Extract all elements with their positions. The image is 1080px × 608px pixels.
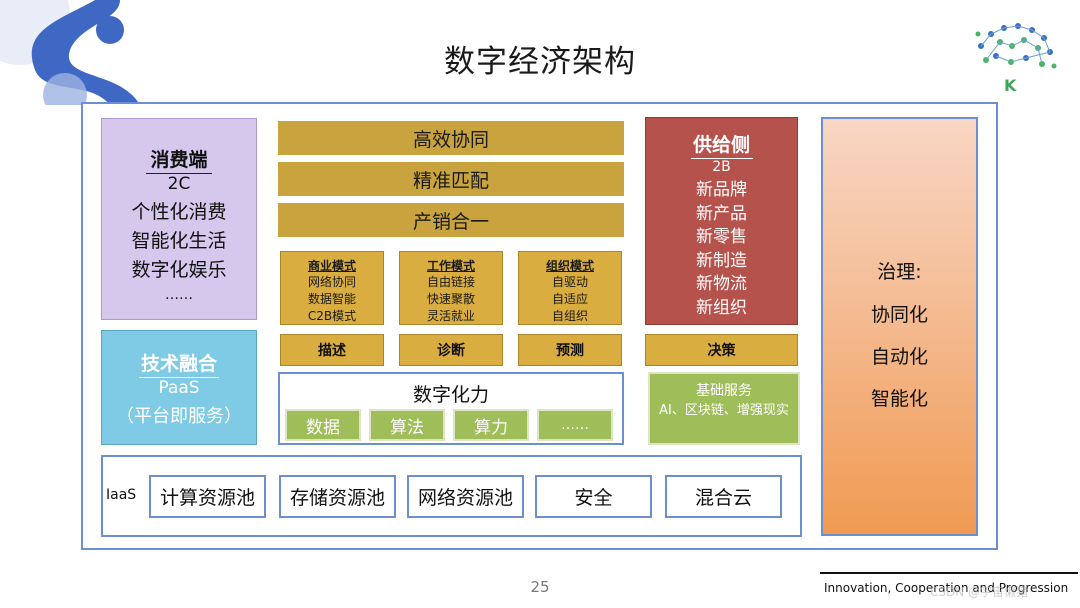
label-describe: 描述 bbox=[280, 334, 384, 366]
mode-item: 自组织 bbox=[551, 309, 588, 323]
logo-letter: K bbox=[1004, 76, 1017, 95]
governance-item: 自动化 bbox=[870, 346, 928, 368]
bar-efficient-collaboration: 高效协同 bbox=[278, 121, 624, 155]
supply-subtitle: 2B bbox=[712, 159, 731, 175]
supply-box: 供给侧 2B 新品牌 新产品 新零售 新制造 新物流 新组织 bbox=[645, 117, 798, 325]
tech-divider bbox=[139, 377, 219, 378]
basic-service-desc: AI、区块链、增强现实 bbox=[659, 403, 789, 418]
consumer-line: 个性化消费 bbox=[131, 201, 227, 223]
iaas-network-pool: 网络资源池 bbox=[407, 475, 524, 518]
mode-item: 灵活就业 bbox=[426, 309, 475, 323]
digital-item-algorithm: 算法 bbox=[369, 409, 445, 441]
supply-item: 新物流 bbox=[696, 274, 747, 294]
supply-item: 新产品 bbox=[696, 203, 747, 224]
basic-service-box: 基础服务 AI、区块链、增强现实 bbox=[648, 372, 800, 445]
basic-service-title: 基础服务 bbox=[696, 383, 752, 399]
supply-item: 新品牌 bbox=[696, 180, 747, 200]
consumer-title: 消费端 bbox=[150, 149, 208, 171]
supply-divider bbox=[690, 158, 753, 159]
iaas-label: IaaS bbox=[106, 487, 137, 503]
page-number: 25 bbox=[530, 578, 550, 596]
mode-item: 自由链接 bbox=[426, 275, 475, 289]
iaas-hybrid-cloud: 混合云 bbox=[665, 475, 782, 518]
footer-rule bbox=[820, 572, 1078, 574]
tech-title: 技术融合 bbox=[140, 353, 217, 375]
mode-title: 商业模式 bbox=[307, 259, 356, 273]
footer-text: Innovation, Cooperation and Progression bbox=[824, 581, 1069, 595]
governance-item: 协同化 bbox=[870, 304, 928, 326]
consumer-divider bbox=[146, 173, 212, 174]
governance-box: 治理: 协同化 自动化 智能化 bbox=[821, 117, 978, 536]
consumer-box: 消费端 2C 个性化消费 智能化生活 数字化娱乐 …… bbox=[101, 118, 257, 320]
iaas-security: 安全 bbox=[535, 475, 652, 518]
digital-item-compute: 算力 bbox=[453, 409, 529, 441]
label-decision: 决策 bbox=[645, 334, 798, 366]
mode-item: 快速聚散 bbox=[426, 292, 475, 306]
mode-title: 工作模式 bbox=[426, 259, 475, 273]
label-diagnose: 诊断 bbox=[399, 334, 503, 366]
consumer-subtitle: 2C bbox=[167, 174, 191, 194]
bar-prosumption: 产销合一 bbox=[278, 203, 624, 237]
digital-power-title: 数字化力 bbox=[412, 384, 489, 406]
mode-card-work: 工作模式 自由链接 快速聚散 灵活就业 bbox=[399, 251, 503, 325]
governance-title: 治理: bbox=[877, 261, 922, 283]
mode-card-organization: 组织模式 自驱动 自适应 自组织 bbox=[518, 251, 622, 325]
iaas-compute-pool: 计算资源池 bbox=[149, 475, 266, 518]
mode-item: 自驱动 bbox=[551, 275, 588, 289]
consumer-line: 智能化生活 bbox=[131, 230, 227, 252]
corner-decoration bbox=[0, 0, 141, 105]
governance-item: 智能化 bbox=[870, 388, 928, 410]
bar-precise-matching: 精准匹配 bbox=[278, 162, 624, 196]
page-title: 数字经济架构 bbox=[444, 44, 636, 80]
logo: K bbox=[966, 16, 1061, 98]
mode-item: 自适应 bbox=[551, 292, 588, 306]
mode-item: C2B模式 bbox=[307, 309, 357, 323]
consumer-line: …… bbox=[165, 287, 193, 303]
label-predict: 预测 bbox=[518, 334, 622, 366]
watermark: CSDN @宇宙懒猪 bbox=[930, 585, 1029, 599]
mode-card-business: 商业模式 网络协同 数据智能 C2B模式 bbox=[280, 251, 384, 325]
digital-item-more: …… bbox=[537, 409, 613, 441]
consumer-line: 数字化娱乐 bbox=[131, 259, 227, 281]
tech-desc: （平台即服务） bbox=[116, 406, 242, 427]
mode-title: 组织模式 bbox=[545, 259, 594, 273]
network-logo-icon bbox=[975, 23, 1057, 69]
supply-item: 新零售 bbox=[696, 227, 747, 247]
tech-subtitle: PaaS bbox=[158, 378, 200, 398]
supply-item: 新组织 bbox=[696, 297, 747, 318]
mode-item: 网络协同 bbox=[307, 275, 356, 289]
digital-item-data: 数据 bbox=[285, 409, 361, 441]
tech-fusion-box: 技术融合 PaaS （平台即服务） bbox=[101, 330, 257, 445]
iaas-storage-pool: 存储资源池 bbox=[279, 475, 396, 518]
mode-item: 数据智能 bbox=[307, 292, 356, 306]
supply-item: 新制造 bbox=[696, 250, 747, 271]
supply-title: 供给侧 bbox=[692, 134, 750, 156]
